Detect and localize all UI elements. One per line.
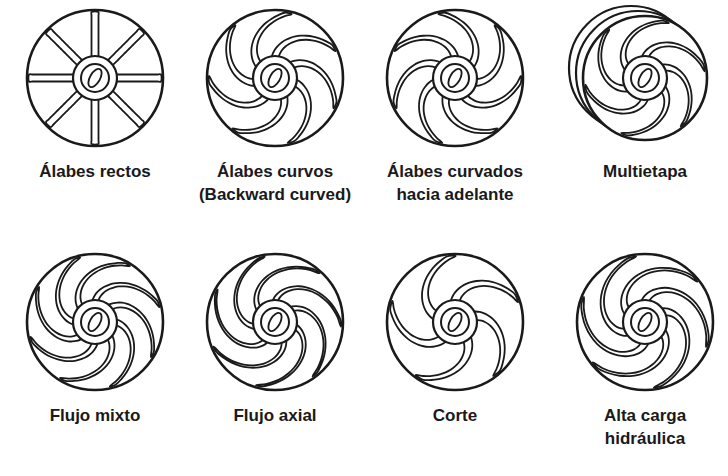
impeller-label: Álabes curvados hacia adelante bbox=[375, 160, 535, 206]
impeller-rim bbox=[27, 10, 163, 146]
impeller-vane bbox=[395, 36, 459, 59]
impeller-vane bbox=[272, 36, 336, 59]
shaft-key bbox=[266, 67, 285, 89]
hub-bore bbox=[81, 308, 109, 336]
impeller-hub bbox=[433, 56, 477, 100]
impeller-vane bbox=[28, 74, 75, 82]
impeller-vane bbox=[91, 11, 99, 58]
impeller bbox=[207, 254, 343, 390]
impeller-vane bbox=[106, 29, 144, 67]
impeller-label: Álabes rectos bbox=[15, 160, 175, 183]
impeller bbox=[207, 10, 343, 146]
impeller-label: Multietapa bbox=[580, 160, 710, 183]
impeller-vane bbox=[106, 89, 144, 127]
impeller-vane bbox=[46, 29, 84, 67]
impeller bbox=[577, 254, 713, 390]
shaft-key bbox=[636, 67, 655, 89]
impeller-rim bbox=[387, 254, 523, 390]
hub-bore bbox=[631, 64, 659, 92]
hub-bore bbox=[441, 308, 469, 336]
impeller-label: Flujo axial bbox=[195, 404, 355, 427]
impeller-rim bbox=[583, 16, 707, 140]
impeller-label: Flujo mixto bbox=[15, 404, 175, 427]
impeller-hub bbox=[253, 56, 297, 100]
impeller-rim bbox=[387, 10, 523, 146]
impeller-label: Alta carga hidráulica bbox=[585, 404, 705, 450]
impeller-vane bbox=[451, 281, 519, 303]
impeller bbox=[387, 10, 523, 146]
hub-bore bbox=[81, 64, 109, 92]
impeller-label: Corte bbox=[375, 404, 535, 427]
impeller-label: Álabes curvos (Backward curved) bbox=[195, 160, 355, 206]
hub-bore bbox=[441, 64, 469, 92]
impeller bbox=[27, 10, 163, 146]
shaft-key bbox=[636, 311, 655, 333]
shaft-key bbox=[86, 67, 105, 89]
hub-bore bbox=[261, 308, 289, 336]
impeller-rim bbox=[577, 254, 713, 390]
impeller bbox=[387, 254, 523, 390]
impeller bbox=[569, 6, 707, 140]
impeller-vane bbox=[115, 74, 162, 82]
impeller-hub bbox=[623, 56, 667, 100]
impeller-rim bbox=[207, 10, 343, 146]
impeller-hub bbox=[73, 300, 117, 344]
impeller-hub bbox=[73, 56, 117, 100]
impeller-hub bbox=[253, 300, 297, 344]
shaft-key bbox=[446, 67, 465, 89]
impeller-vane bbox=[46, 89, 84, 127]
hub-bore bbox=[631, 308, 659, 336]
shaft-key bbox=[446, 311, 465, 333]
impeller-rim bbox=[207, 254, 343, 390]
impeller-hub bbox=[623, 300, 667, 344]
shaft-key bbox=[266, 311, 285, 333]
impeller-hub bbox=[433, 300, 477, 344]
impeller-rim bbox=[27, 254, 163, 390]
impeller-vane bbox=[91, 98, 99, 145]
impeller bbox=[27, 254, 163, 390]
hub-bore bbox=[261, 64, 289, 92]
shaft-key bbox=[86, 311, 105, 333]
